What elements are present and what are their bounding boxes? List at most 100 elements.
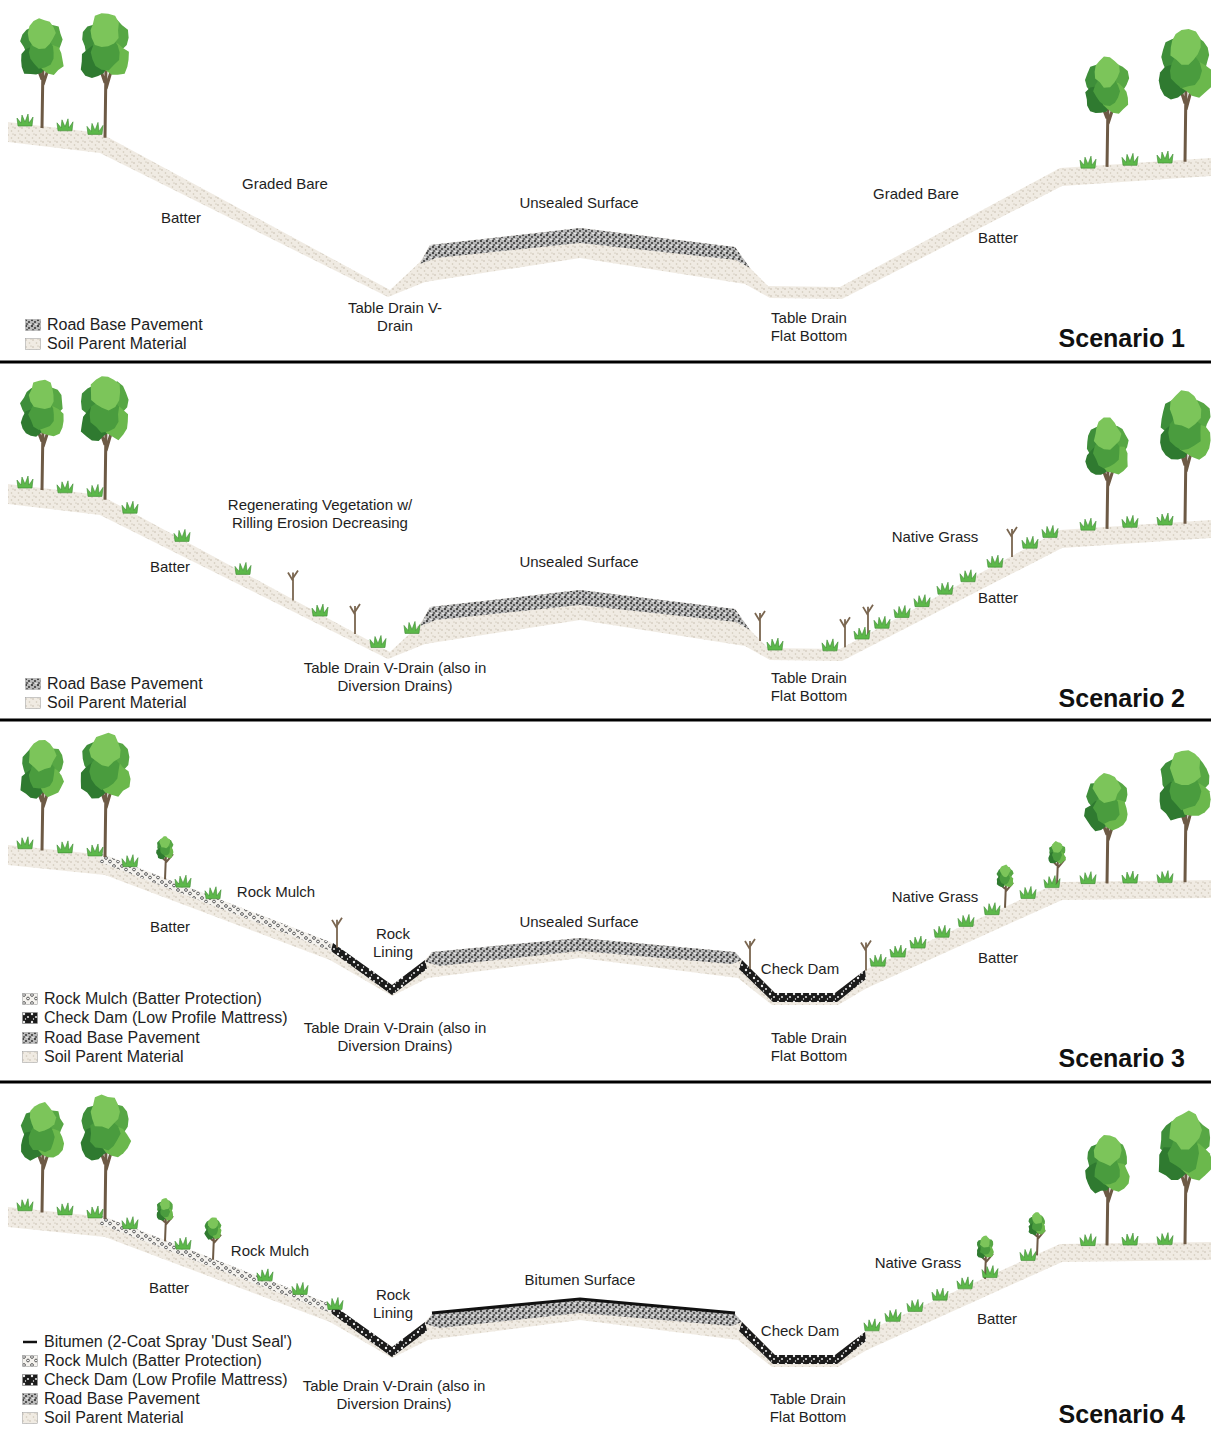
- sapling-symbol: [350, 604, 360, 634]
- texture-sample: [23, 1394, 38, 1405]
- legend-swatch: [25, 678, 41, 690]
- texture-sample: [26, 320, 41, 331]
- legend-swatch: [22, 1336, 38, 1348]
- grass-tuft: [1122, 153, 1138, 165]
- grass-tuft: [57, 841, 73, 853]
- tree-symbol: [204, 1218, 221, 1260]
- tree-crown-part: [980, 1236, 990, 1248]
- separator-line: [0, 361, 1211, 364]
- grass-tuft: [1020, 1248, 1036, 1260]
- grass-tuft: [122, 501, 138, 513]
- soil-parent-material: [8, 845, 1211, 1005]
- part-label: Native Grass: [892, 528, 979, 546]
- grass-tuft: [960, 570, 976, 582]
- sapling-symbol: [745, 939, 755, 969]
- tree-symbol: [157, 1198, 173, 1241]
- part-label: Rock Mulch: [237, 883, 315, 901]
- legend-swatch: [25, 319, 41, 331]
- scenario-panel: [8, 1094, 1211, 1367]
- grass-tuft: [312, 604, 328, 616]
- part-label: Batter: [978, 229, 1018, 247]
- grass-tuft: [1022, 536, 1038, 548]
- grass-tuft: [174, 529, 190, 541]
- tree-symbol: [1159, 1111, 1211, 1245]
- soil-parent-material: [8, 1207, 1211, 1367]
- tree-symbol: [156, 836, 173, 879]
- legend-text: Road Base Pavement: [47, 316, 203, 334]
- bitumen-seal: [432, 1299, 735, 1313]
- legend-text: Bitumen (2-Coat Spray 'Dust Seal'): [44, 1333, 292, 1351]
- sapling-symbol: [840, 617, 850, 647]
- tree-crown-part: [89, 733, 121, 767]
- texture-sample: [26, 698, 41, 709]
- part-label: Native Grass: [892, 888, 979, 906]
- part-label: Rock Mulch: [231, 1242, 309, 1260]
- grass-tuft: [1020, 886, 1036, 898]
- tree-symbol: [21, 1102, 64, 1212]
- tree-symbol: [1084, 773, 1128, 883]
- legend-item: Road Base Pavement: [22, 1029, 200, 1047]
- tree-crown-part: [1170, 29, 1200, 65]
- part-label: Rock Lining: [367, 925, 419, 961]
- grass-tuft: [17, 837, 33, 849]
- legend-swatch: [22, 1412, 38, 1424]
- part-label: Table Drain Flat Bottom: [759, 1029, 859, 1065]
- grass-tuft: [1122, 871, 1138, 883]
- legend-text: Road Base Pavement: [47, 675, 203, 693]
- legend-item: Soil Parent Material: [25, 335, 187, 353]
- check-dam: [739, 960, 866, 1002]
- legend-text: Rock Mulch (Batter Protection): [44, 1352, 262, 1370]
- legend-item: Soil Parent Material: [22, 1048, 184, 1066]
- legend-item: Bitumen (2-Coat Spray 'Dust Seal'): [22, 1333, 292, 1351]
- panel-separators: [0, 362, 1211, 1082]
- grass-tuft: [87, 844, 103, 856]
- grass-tuft: [57, 119, 73, 131]
- legend-swatch: [25, 338, 41, 350]
- tree-symbol: [81, 733, 131, 857]
- part-label: Bitumen Surface: [525, 1271, 636, 1289]
- legend-swatch: [22, 1051, 38, 1063]
- tree-symbol: [1085, 56, 1129, 166]
- part-label: Unsealed Surface: [519, 913, 638, 931]
- tree-symbol: [81, 13, 129, 138]
- texture-sample: [23, 1375, 38, 1386]
- texture-sample: [26, 679, 41, 690]
- part-label: Check Dam: [761, 1322, 839, 1340]
- tree-symbol: [1160, 750, 1211, 882]
- legend-item: Road Base Pavement: [25, 675, 203, 693]
- texture-sample: [23, 1033, 38, 1044]
- grass-tuft: [235, 562, 251, 574]
- part-label: Table Drain V-Drain (also in Diversion D…: [299, 1377, 489, 1413]
- tree-crown-part: [91, 13, 119, 47]
- part-label: Batter: [978, 949, 1018, 967]
- tree-symbol: [20, 18, 64, 128]
- tree-crown-part: [160, 1198, 170, 1210]
- grass-tuft: [1122, 515, 1138, 527]
- scenario-panel: [8, 376, 1211, 661]
- part-label: Table Drain V-Drain: [345, 299, 445, 335]
- tree-crown-part: [1052, 841, 1063, 853]
- grass-tuft: [1042, 525, 1058, 537]
- road-base-pavement: [420, 228, 750, 268]
- separator-line: [0, 719, 1211, 722]
- grass-tuft: [870, 954, 886, 966]
- tree-symbol: [81, 376, 129, 499]
- grass-tuft: [987, 555, 1003, 567]
- legend-swatch: [22, 1393, 38, 1405]
- grass-tuft: [175, 875, 191, 887]
- part-label: Table Drain Flat Bottom: [759, 309, 859, 345]
- tree-crown-part: [91, 1094, 120, 1129]
- legend-item: Road Base Pavement: [22, 1390, 200, 1408]
- tree-symbol: [1085, 417, 1128, 528]
- scenario-heading: Scenario 1: [1059, 324, 1185, 353]
- legend-item: Check Dam (Low Profile Mattress): [22, 1371, 288, 1389]
- grass-tuft: [1080, 872, 1096, 884]
- sapling-symbol: [1007, 527, 1017, 557]
- tree-crown-part: [1000, 865, 1011, 878]
- texture-sample: [23, 1413, 38, 1424]
- legend-text: Check Dam (Low Profile Mattress): [44, 1371, 288, 1389]
- tree-symbol: [20, 740, 64, 851]
- grass-tuft: [205, 887, 221, 899]
- tree-symbol: [1085, 1135, 1130, 1245]
- scenario-panel: [8, 13, 1211, 299]
